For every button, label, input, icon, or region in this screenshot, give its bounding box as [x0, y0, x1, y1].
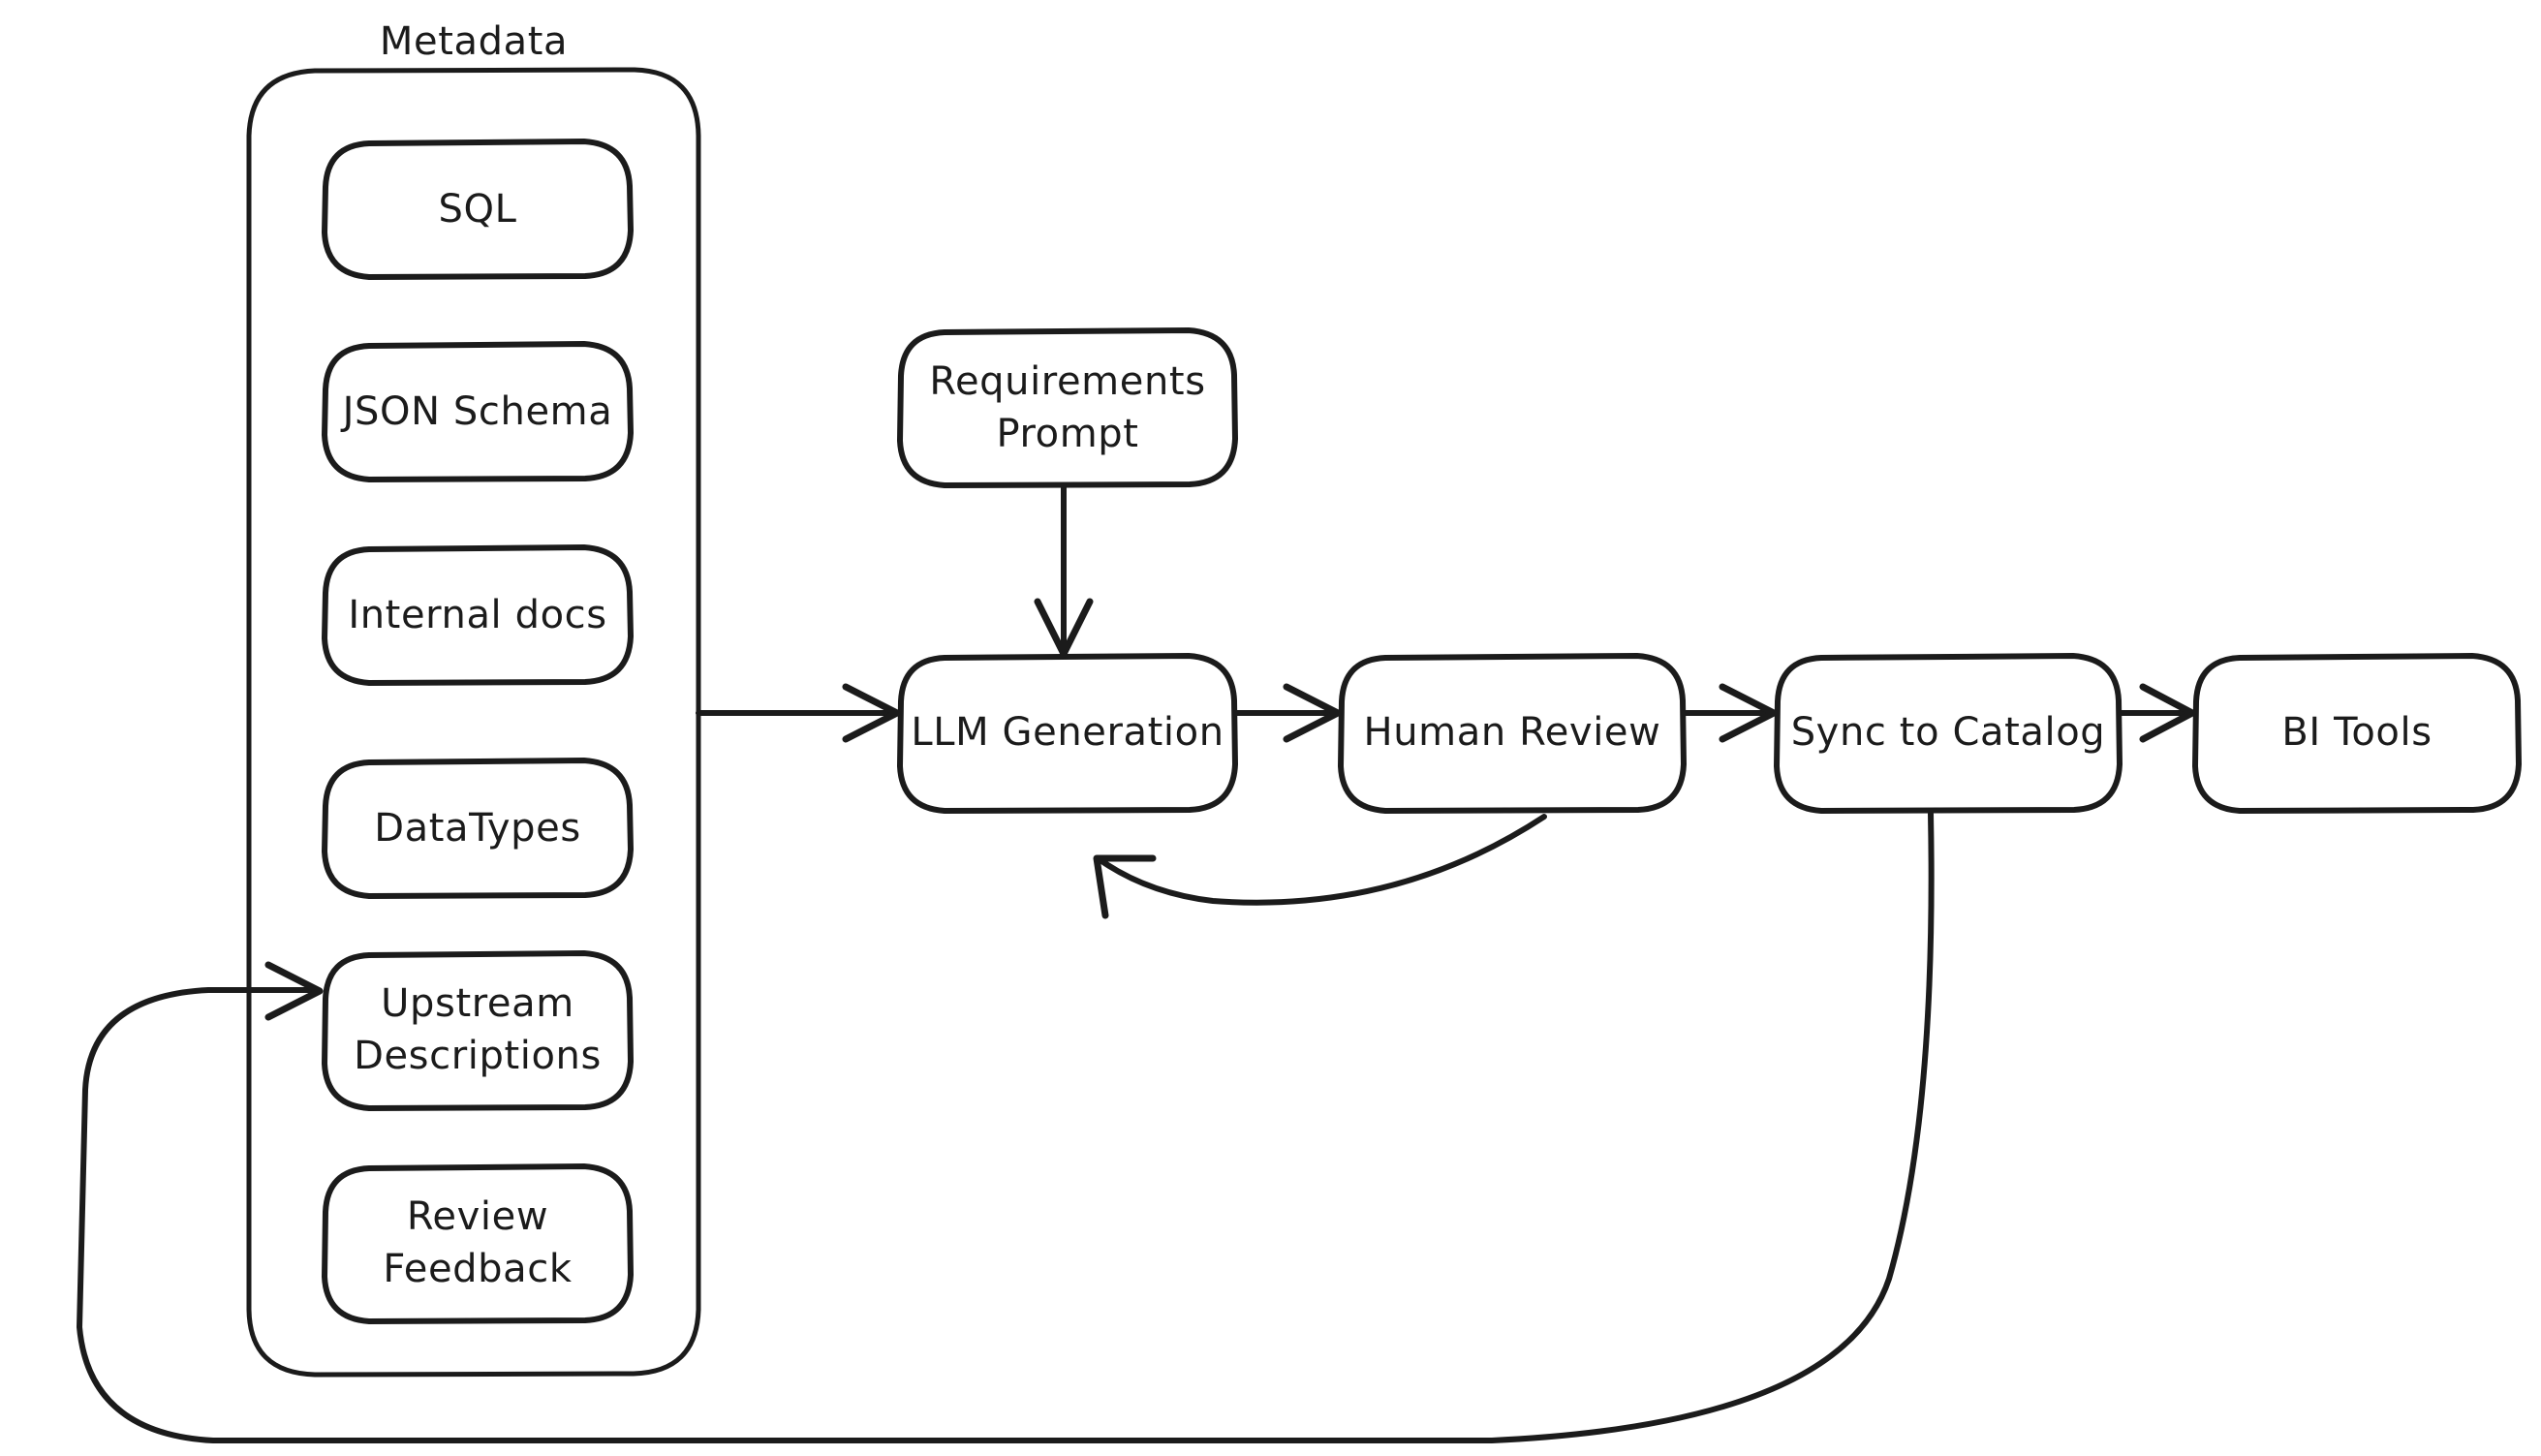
edge-catalog-to-upstream [77, 811, 1935, 1443]
node-review-feedback-label-line1: Review [407, 1194, 548, 1239]
edge-catalog-to-upstream-arrowhead [264, 961, 324, 1021]
node-bi-tools-shape [2192, 653, 2522, 814]
node-review-feedback-label-line2: Feedback [383, 1247, 573, 1291]
node-requirements-prompt-label-line2: Prompt [996, 412, 1138, 456]
node-human-review-shape [1338, 653, 1687, 814]
node-upstream-descriptions-label-line1: Upstream [381, 981, 574, 1026]
edge-sync-to-bi [2117, 683, 2196, 743]
edge-sync-to-bi-arrowhead [2139, 683, 2196, 743]
node-llm-generation-label: LLM Generation [911, 710, 1224, 755]
node-json-schema-label: JSON Schema [340, 389, 613, 434]
node-human-review[interactable]: Human Review [1338, 653, 1687, 814]
node-sql-shape [322, 139, 634, 280]
node-sql[interactable]: SQL [322, 139, 634, 280]
edge-prompt-to-llm-arrowhead [1034, 598, 1094, 658]
edge-prompt-to-llm [1034, 482, 1094, 658]
node-upstream-descriptions-label-line2: Descriptions [354, 1034, 602, 1078]
node-requirements-prompt-label-line1: Requirements [929, 359, 1205, 404]
node-sync-to-catalog-shape [1774, 653, 2123, 814]
node-sync-to-catalog-label: Sync to Catalog [1791, 710, 2106, 755]
node-bi-tools-label: BI Tools [2281, 710, 2432, 755]
edge-llm-to-review-arrowhead [1283, 683, 1342, 743]
edge-metadata-to-llm [696, 683, 901, 743]
node-json-schema[interactable]: JSON Schema [322, 341, 634, 482]
node-requirements-prompt-shape [897, 327, 1238, 488]
node-review-feedback[interactable]: Review Feedback [322, 1163, 634, 1324]
node-upstream-descriptions[interactable]: Upstream Descriptions [322, 950, 634, 1111]
node-sql-label: SQL [439, 187, 517, 232]
node-datatypes-shape [322, 758, 634, 899]
edge-review-to-sync-arrowhead [1719, 683, 1778, 743]
node-llm-generation[interactable]: LLM Generation [897, 653, 1238, 814]
edge-review-feedback-loop-arrowhead [1093, 854, 1157, 919]
node-internal-docs[interactable]: Internal docs [322, 544, 634, 686]
node-internal-docs-label: Internal docs [348, 593, 606, 637]
node-requirements-prompt[interactable]: Requirements Prompt [897, 327, 1238, 488]
edge-review-to-sync [1681, 683, 1778, 743]
node-llm-generation-shape [897, 653, 1238, 814]
edge-catalog-to-upstream-line [77, 811, 1935, 1443]
node-json-schema-shape [322, 341, 634, 482]
edge-metadata-to-llm-arrowhead [842, 683, 901, 743]
node-datatypes[interactable]: DataTypes [322, 758, 634, 899]
edge-review-feedback-loop [1093, 814, 1547, 919]
node-sync-to-catalog[interactable]: Sync to Catalog [1774, 653, 2123, 814]
node-bi-tools[interactable]: BI Tools [2192, 653, 2522, 814]
metadata-group-label: Metadata [380, 19, 568, 64]
edge-llm-to-review [1232, 683, 1342, 743]
node-internal-docs-shape [322, 544, 634, 686]
edge-review-feedback-loop-line [1098, 814, 1547, 906]
node-review-feedback-shape [322, 1163, 634, 1324]
node-datatypes-label: DataTypes [374, 806, 581, 851]
node-human-review-label: Human Review [1364, 710, 1661, 755]
node-upstream-descriptions-shape [322, 950, 634, 1111]
